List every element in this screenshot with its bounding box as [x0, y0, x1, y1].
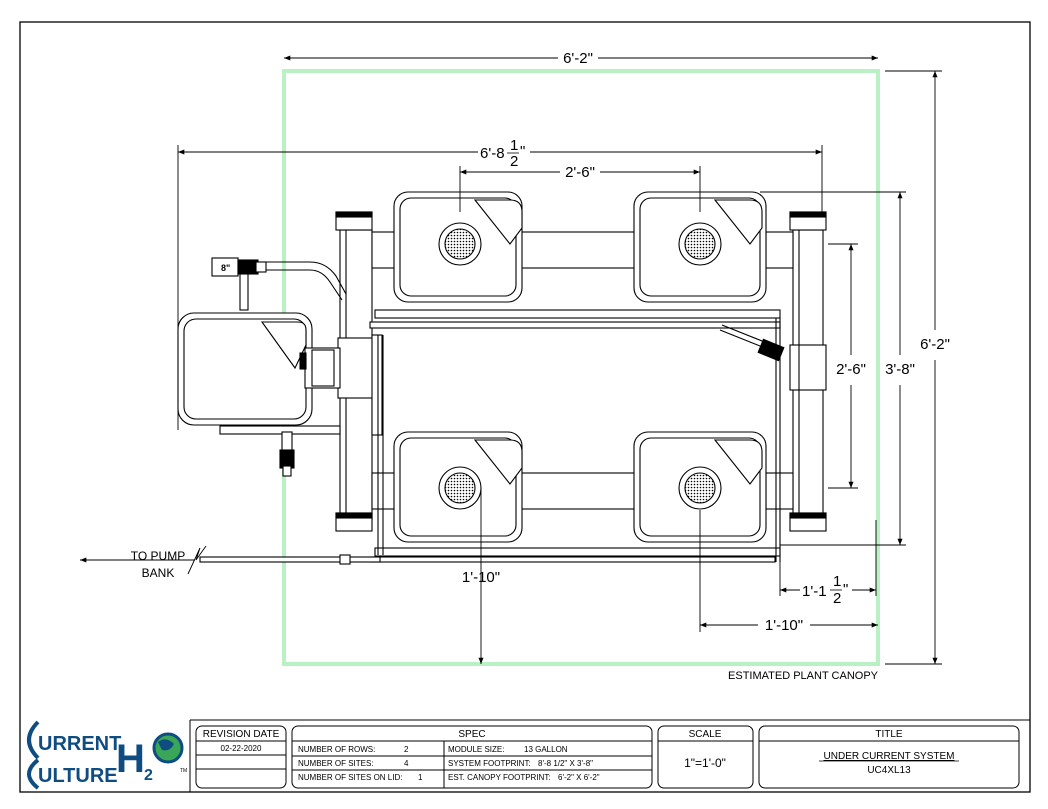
module-label: MODULE SIZE: — [448, 745, 504, 754]
estimated-canopy-label: ESTIMATED PLANT CANOPY — [728, 670, 879, 682]
to-pump-label: TO PUMP — [131, 549, 185, 563]
title-header: TITLE — [875, 729, 903, 740]
footprint-value: 8'-8 1/2" X 3'-8" — [538, 759, 593, 768]
site-top-right — [633, 191, 767, 303]
dim-overall-width-frac-num: 1 — [510, 137, 518, 154]
spec-header: SPEC — [458, 729, 485, 740]
logo-two: 2 — [144, 767, 153, 784]
dim-edge-offset-suffix: " — [843, 581, 848, 598]
scale-value: 1"=1'-0" — [684, 756, 726, 770]
dim-site-spacing-x: 2'-6" — [565, 164, 595, 181]
to-pump-label-line2: BANK — [142, 566, 175, 580]
logo-line1: URRENT — [38, 733, 121, 755]
dim-system-depth: 3'-8" — [885, 361, 915, 378]
dim-edge-offset-frac-den: 2 — [833, 590, 841, 607]
system-plan — [177, 191, 827, 565]
footprint-label: SYSTEM FOOTPRINT: — [448, 759, 531, 768]
title-block — [189, 719, 1030, 792]
sites-label: NUMBER OF SITES: — [298, 759, 374, 768]
control-bucket — [177, 312, 341, 426]
dim-edge-offset-frac-num: 1 — [833, 573, 841, 590]
logo-o: O — [0, 0, 1, 1]
dim-edge-offset: 1'-1 — [802, 583, 827, 600]
dim-overall-width-suffix: " — [520, 143, 525, 160]
revision-header: REVISION DATE — [203, 729, 280, 740]
scale-header: SCALE — [689, 729, 722, 740]
title-value: UNDER CURRENT SYSTEM — [824, 751, 955, 762]
site-bottom-right — [633, 431, 767, 543]
dim-canopy-height: 6'-2" — [920, 336, 950, 353]
dim-site-spacing-y: 2'-6" — [836, 361, 866, 378]
revision-date: 02-22-2020 — [221, 744, 262, 753]
rows-value: 2 — [404, 745, 409, 754]
canopy-footprint-label: EST. CANOPY FOOTPRINT: — [448, 773, 551, 782]
logo-line2: ULTURE — [38, 765, 118, 787]
sites-value: 4 — [404, 759, 409, 768]
sheet-border — [19, 21, 1031, 793]
current-culture-logo: URRENT ULTURE H 2 O TM — [0, 0, 187, 790]
canopy-footprint-value: 6'-2" X 6'-2" — [558, 773, 600, 782]
lid-value: 1 — [418, 773, 423, 782]
valve-tag: 8" — [221, 263, 230, 273]
dim-offset-right: 1'-10" — [765, 617, 803, 634]
logo-h: H — [116, 737, 145, 781]
site-bottom-left — [393, 431, 523, 543]
rows-label: NUMBER OF ROWS: — [298, 745, 375, 754]
site-top-left — [393, 191, 523, 303]
dim-canopy-width: 6'-2" — [563, 50, 593, 67]
dim-offset-left: 1'-10" — [462, 569, 500, 586]
dim-overall-width: 6'-8 — [480, 145, 505, 162]
model-value: UC4XL13 — [867, 765, 911, 776]
lid-label: NUMBER OF SITES ON LID: — [298, 773, 402, 782]
logo-tm: TM — [180, 768, 187, 774]
dim-overall-width-frac-den: 2 — [510, 153, 518, 170]
module-value: 13 GALLON — [524, 745, 568, 754]
